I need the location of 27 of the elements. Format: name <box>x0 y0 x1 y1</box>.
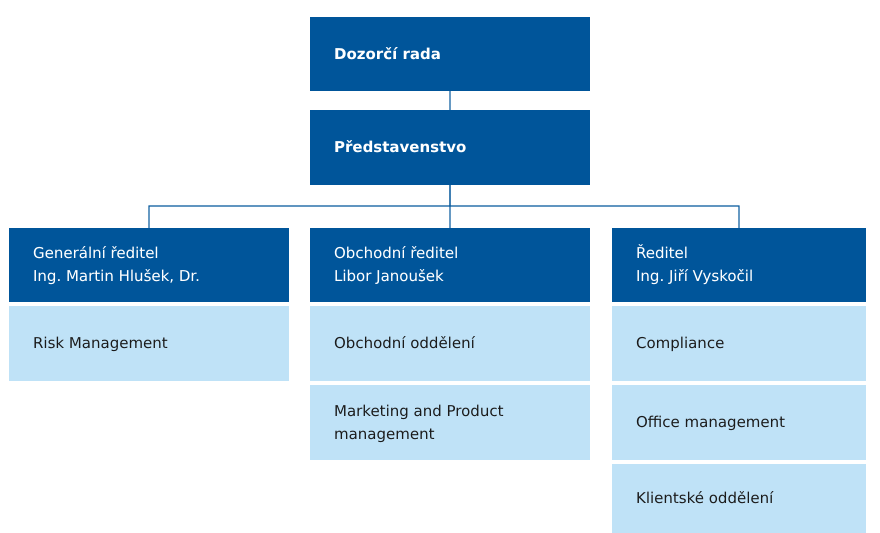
box-label: Klientské oddělení <box>636 488 774 509</box>
box-text-line: Ředitel <box>636 243 689 264</box>
director-box <box>612 228 866 302</box>
board-box <box>310 110 590 185</box>
box-label: Obchodní oddělení <box>334 333 476 354</box>
connector-line <box>449 185 740 228</box>
director-box <box>9 228 289 302</box>
box-label: Risk Management <box>33 333 169 354</box>
box-text-line: Libor Janoušek <box>334 266 445 287</box>
department-box <box>310 306 590 381</box>
box-label: Office management <box>636 412 786 433</box>
board-box <box>310 17 590 91</box>
department-box <box>612 464 866 533</box>
box-text-line: Ing. Jiří Vyskočil <box>636 266 754 287</box>
department-box <box>9 306 289 381</box>
box-text-line: Generální ředitel <box>33 243 160 264</box>
box-label: Marketing and Product management <box>334 400 504 444</box>
box-label: Dozorčí rada <box>334 44 442 64</box>
box-label: Představenstvo <box>334 137 468 158</box>
box-text-line: Obchodní ředitel <box>334 243 460 264</box>
department-box <box>612 385 866 460</box>
connector-line <box>449 91 451 110</box>
box-text-line: Ing. Martin Hlušek, Dr. <box>33 266 201 287</box>
director-box <box>310 228 590 302</box>
box-label: Compliance <box>636 333 726 354</box>
department-box <box>310 385 590 460</box>
department-box <box>612 306 866 381</box>
